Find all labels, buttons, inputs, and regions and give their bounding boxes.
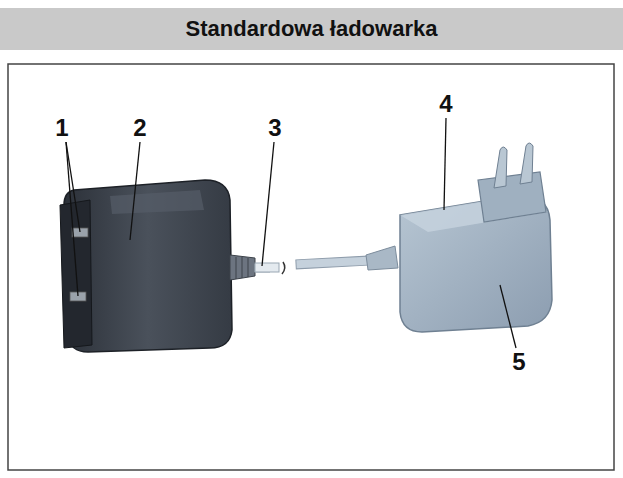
callout-number: 3 — [268, 116, 281, 140]
frame — [8, 64, 614, 470]
charger-cradle — [60, 180, 255, 352]
plug-adapter — [366, 143, 552, 332]
callout-number: 4 — [439, 92, 452, 116]
callout-number: 5 — [512, 350, 525, 374]
leader-lines — [66, 118, 516, 348]
title-text: Standardowa ładowarka — [0, 8, 623, 50]
callout-number: 1 — [55, 116, 68, 140]
charger-cable — [255, 256, 368, 274]
callout-number: 2 — [133, 116, 146, 140]
